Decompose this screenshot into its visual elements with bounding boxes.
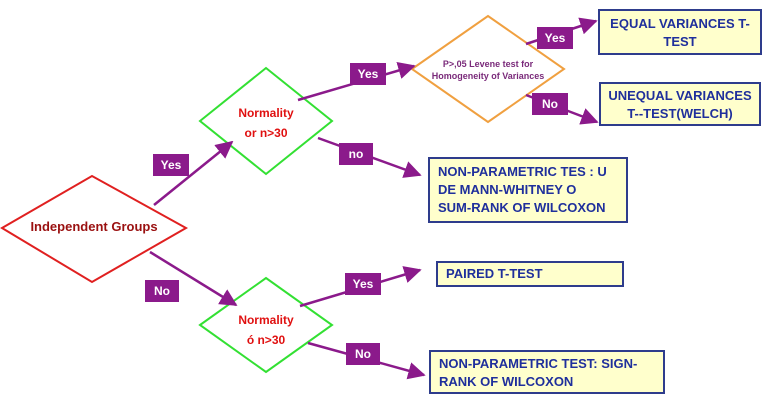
root-label: Independent Groups (30, 219, 158, 234)
outcome-nonparametric-sign-rank-box: NON-PARAMETRIC TEST: SIGN- RANK OF WILCO… (429, 350, 665, 394)
tag-levene-no: No (532, 93, 568, 115)
outcome-mw-line1: NON-PARAMETRIC TES : U (438, 164, 607, 179)
outcome-mw-line2: DE MANN-WHITNEY O (438, 182, 577, 197)
outcome-equal-line2: TEST (663, 34, 697, 49)
outcome-sign-line1: NON-PARAMETRIC TEST: SIGN- (439, 356, 638, 371)
root-diamond (0, 174, 189, 284)
outcome-paired-line1: PAIRED T-TEST (446, 266, 543, 281)
normality-top-line1: Normality (238, 106, 294, 120)
outcome-mw-line3: SUM-RANK OF WILCOXON (438, 200, 606, 215)
normality-top-line2: or n>30 (244, 126, 288, 140)
normality-bottom-line2: ó n>30 (246, 333, 286, 347)
outcome-unequal-line2: T--TEST(WELCH) (627, 106, 733, 121)
tag-top-no: no (339, 143, 373, 165)
outcome-sign-line2: RANK OF WILCOXON (439, 374, 574, 389)
tag-levene-yes: Yes (537, 27, 573, 49)
outcome-equal-variances-box: EQUAL VARIANCES T- TEST (598, 9, 762, 55)
normality-top-label: Normality or n>30 (212, 103, 320, 143)
levene-line1: P>,05 Levene test for (442, 59, 534, 69)
arrow-root-yes (153, 140, 234, 206)
outcome-unequal-variances-box: UNEQUAL VARIANCES T--TEST(WELCH) (599, 82, 761, 126)
tag-root-no: No (145, 280, 179, 302)
tag-bottom-no: No (346, 343, 380, 365)
outcome-paired-t-test-box: PAIRED T-TEST (436, 261, 624, 287)
levene-label: P>,05 Levene test for Homogeneity of Var… (418, 58, 558, 82)
levene-line2: Homogeneity of Variances (431, 71, 545, 81)
outcome-unequal-line1: UNEQUAL VARIANCES (608, 88, 752, 103)
tag-bottom-yes: Yes (345, 273, 381, 295)
tag-root-yes: Yes (153, 154, 189, 176)
normality-bottom-line1: Normality (238, 313, 294, 327)
outcome-nonparametric-mann-whitney-box: NON-PARAMETRIC TES : U DE MANN-WHITNEY O… (428, 157, 628, 223)
tag-top-yes: Yes (350, 63, 386, 85)
normality-bottom-label: Normality ó n>30 (212, 310, 320, 350)
arrow-root-no (149, 250, 238, 307)
outcome-equal-line1: EQUAL VARIANCES T- (610, 16, 750, 31)
